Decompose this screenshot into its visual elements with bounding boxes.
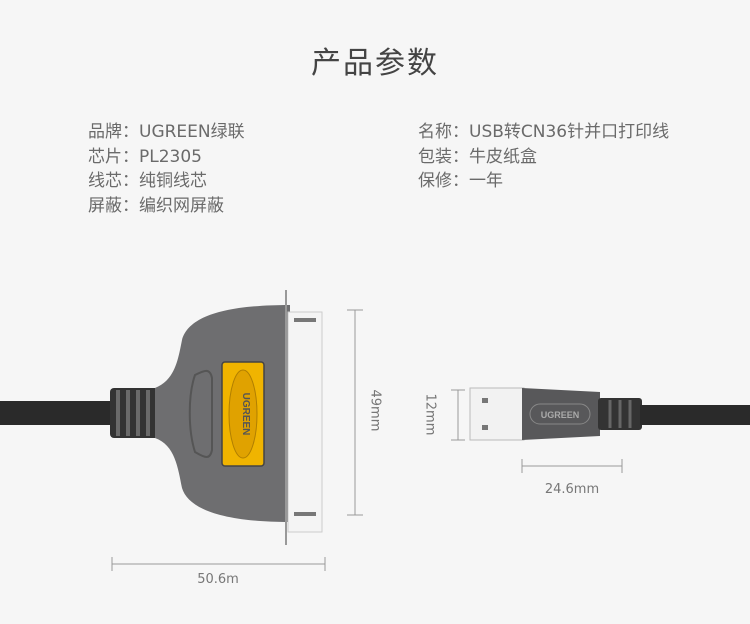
spec-row: 包装：牛皮纸盒 [418,145,669,170]
dim-cn36-height: 49mm [367,389,383,432]
spec-label: 品牌 [88,122,122,142]
cable-left [0,401,125,425]
spec-row: 屏蔽：编织网屏蔽 [88,194,245,219]
spec-value: USB转CN36针并口打印线 [469,122,670,142]
logo-text: UGREEN [240,393,251,436]
grip-icon [188,369,213,458]
spec-label: 线芯 [88,171,122,191]
spec-value: 牛皮纸盒 [469,146,537,167]
dim-cn36-width: 50.6m [197,572,239,587]
spec-label: 名称 [418,122,452,142]
spec-sep: ： [452,122,469,142]
spec-label: 屏蔽 [88,195,122,216]
spec-label: 芯片 [88,146,122,167]
spec-sep: ： [452,171,469,191]
usb-connector: UGREEN [469,387,750,441]
metal-shell [287,311,323,533]
dim-usb-height: 12mm [422,393,438,436]
spec-label: 包装 [418,146,452,167]
spec-label: 保修 [418,171,452,191]
spec-sep: ： [122,122,139,142]
page-title: 产品参数 [311,46,439,81]
usb-body [522,388,600,440]
spec-row: 芯片：PL2305 [88,145,245,170]
spec-value: 一年 [469,171,503,191]
spec-sep: ： [122,195,139,216]
spec-value: PL2305 [139,146,202,167]
spec-list-right: 名称：USB转CN36针并口打印线 包装：牛皮纸盒 保修：一年 [418,120,669,194]
dimension-lines [111,309,623,571]
cable-right [640,405,750,425]
spec-sep: ： [122,146,139,167]
spec-value: UGREEN绿联 [139,122,245,142]
spec-row: 线芯：纯铜线芯 [88,169,245,194]
spec-row: 保修：一年 [418,169,669,194]
cn36-connector: UGREEN [0,290,323,545]
spec-value: 纯铜线芯 [139,171,207,191]
spec-value: 编织网屏蔽 [139,195,224,216]
usb-plug-metal [469,387,525,441]
usb-logo-text: UGREEN [541,410,580,420]
spec-sep: ： [452,146,469,167]
spec-row: 名称：USB转CN36针并口打印线 [418,120,669,145]
dim-usb-length: 24.6mm [544,482,600,497]
spec-sep: ： [122,171,139,191]
spec-row: 品牌：UGREEN绿联 [88,120,245,145]
spec-list-left: 品牌：UGREEN绿联 芯片：PL2305 线芯：纯铜线芯 屏蔽：编织网屏蔽 [88,120,245,218]
